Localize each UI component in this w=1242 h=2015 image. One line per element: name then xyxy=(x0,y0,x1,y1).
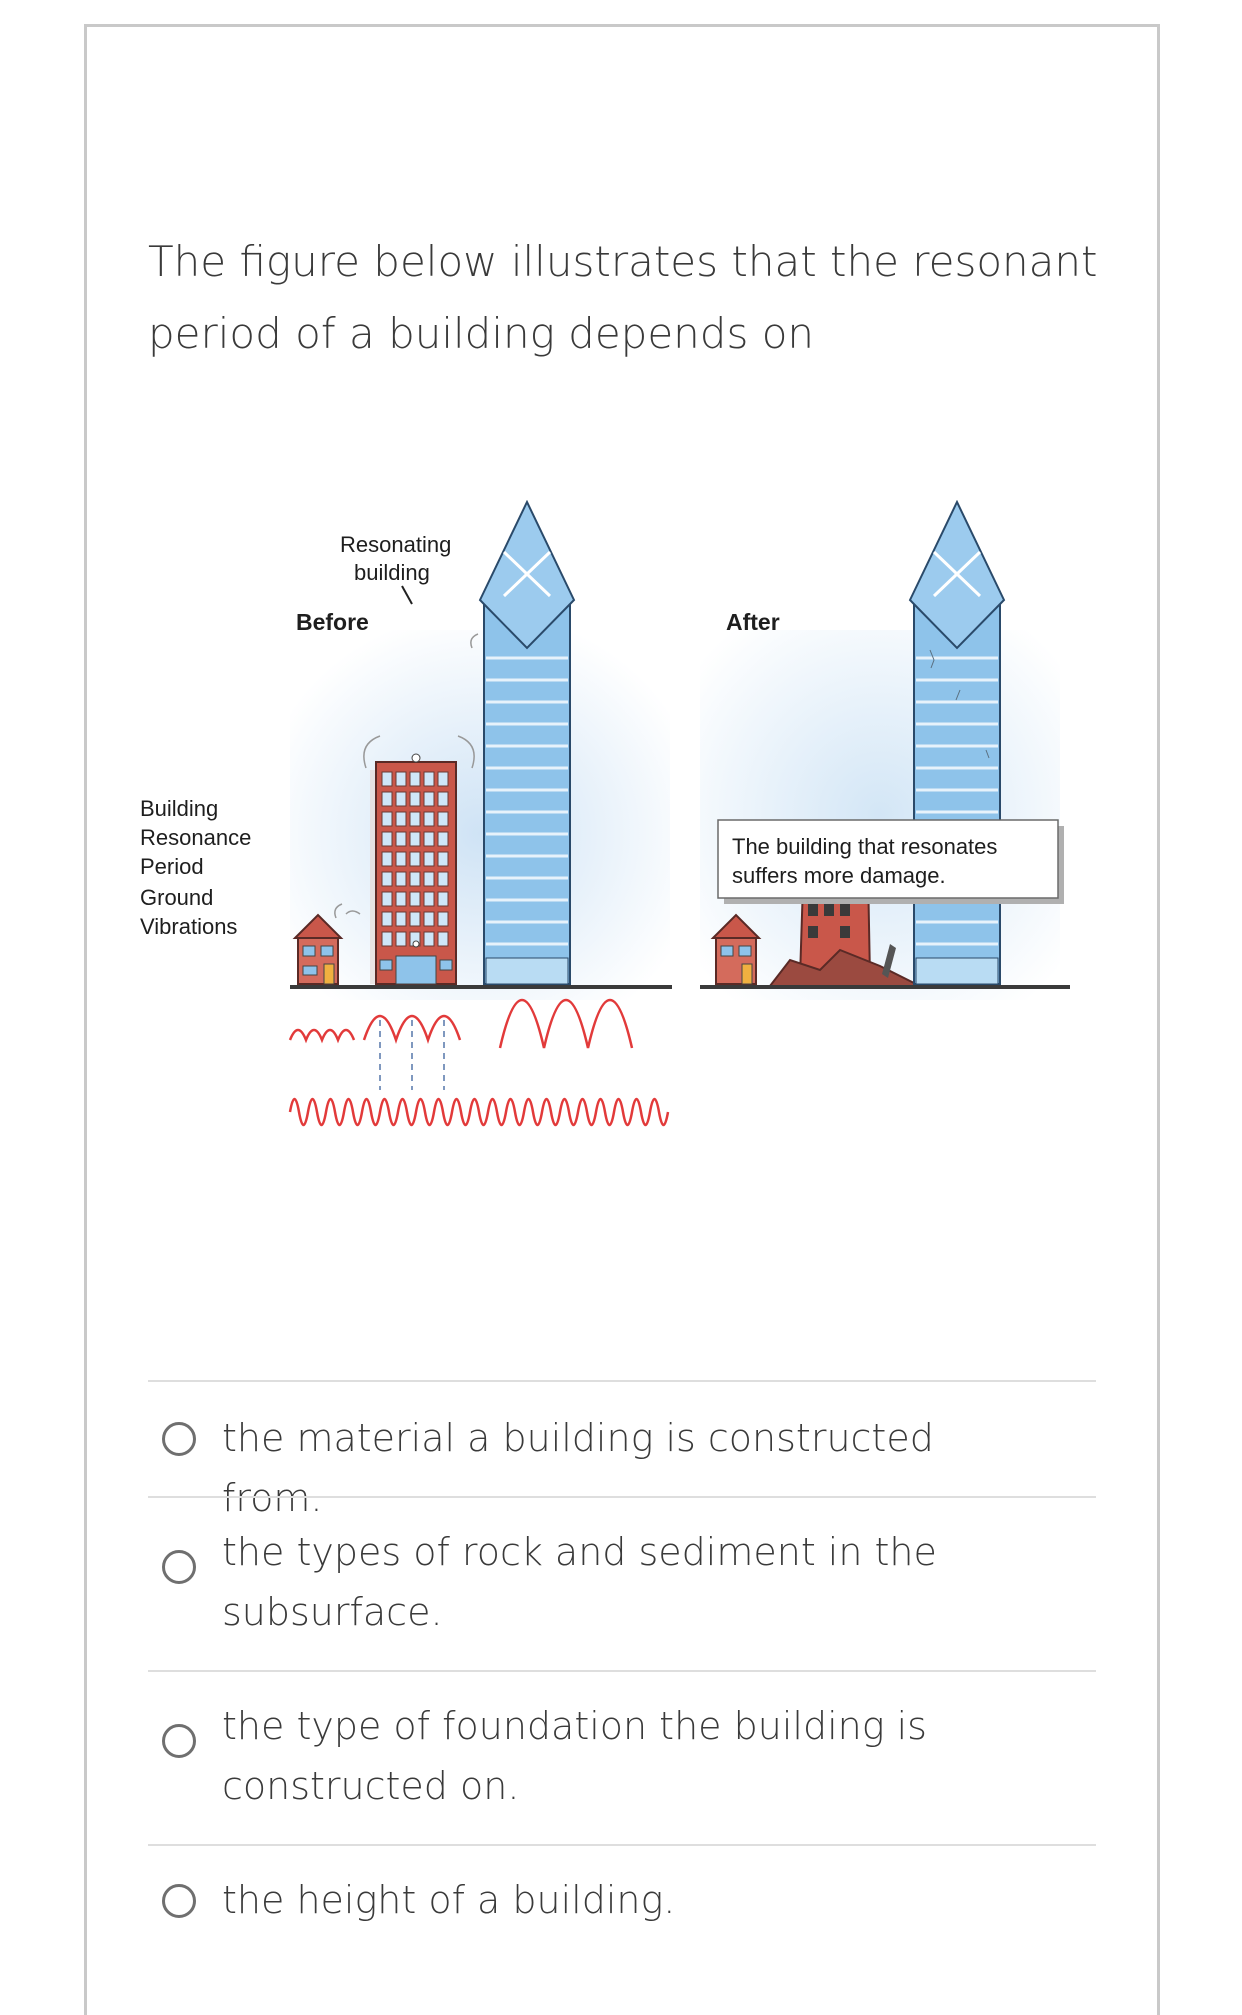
option-rock-sediment[interactable]: the types of rock and sediment in the su… xyxy=(148,1500,1096,1668)
resonating-label-1: Resonating xyxy=(340,532,451,557)
building-window xyxy=(409,811,421,827)
question-text: The figure below illustrates that the re… xyxy=(148,226,1108,370)
after-label: After xyxy=(726,609,780,635)
building-window xyxy=(423,831,435,847)
building-window xyxy=(395,911,407,927)
callout-line-2: suffers more damage. xyxy=(732,863,946,888)
option-divider xyxy=(148,1844,1096,1846)
ground-vibrations-wave xyxy=(288,1097,670,1127)
building-window xyxy=(395,871,407,887)
building-window xyxy=(395,851,407,867)
radio-button[interactable] xyxy=(162,1550,196,1584)
question-card xyxy=(84,24,1160,2015)
building-window xyxy=(381,771,393,787)
resonance-figure: Building Resonance Period Ground Vibrati… xyxy=(140,500,1100,1220)
building-window xyxy=(395,931,407,947)
building-window xyxy=(423,811,435,827)
option-divider xyxy=(148,1670,1096,1672)
option-divider xyxy=(148,1496,1096,1498)
building-window xyxy=(381,831,393,847)
building-window xyxy=(409,851,421,867)
after-panel xyxy=(700,500,1070,989)
building-window xyxy=(423,871,435,887)
building-window xyxy=(423,931,435,947)
tall-tower-before xyxy=(478,500,576,985)
before-sky xyxy=(290,630,670,1000)
left-label-building-1: Building xyxy=(140,796,218,821)
option-divider xyxy=(148,1380,1096,1382)
building-window xyxy=(437,791,449,807)
building-window xyxy=(381,791,393,807)
building-window xyxy=(381,911,393,927)
building-window xyxy=(437,891,449,907)
option-label: the types of rock and sediment in the su… xyxy=(222,1530,937,1634)
damage-callout: The building that resonates suffers more… xyxy=(717,819,1064,904)
building-window xyxy=(381,931,393,947)
resonating-building xyxy=(375,753,457,985)
building-window xyxy=(423,791,435,807)
building-window xyxy=(437,771,449,787)
building-window xyxy=(437,871,449,887)
option-label: the height of a building. xyxy=(222,1878,676,1922)
small-house-after xyxy=(710,913,762,985)
building-window xyxy=(423,891,435,907)
left-label-building-2: Resonance xyxy=(140,825,251,850)
option-foundation[interactable]: the type of foundation the building is c… xyxy=(148,1674,1096,1842)
building-window xyxy=(423,851,435,867)
figure-illustration: Building Resonance Period Ground Vibrati… xyxy=(140,500,1070,1127)
building-window xyxy=(409,771,421,787)
building-window xyxy=(409,911,421,927)
option-height[interactable]: the height of a building. xyxy=(148,1848,1096,1958)
option-material[interactable]: the material a building is constructed f… xyxy=(148,1386,1096,1520)
building-window xyxy=(381,811,393,827)
radio-button[interactable] xyxy=(162,1724,196,1758)
before-panel xyxy=(290,500,672,989)
building-window xyxy=(437,811,449,827)
building-window xyxy=(395,811,407,827)
building-window xyxy=(395,831,407,847)
building-window xyxy=(381,851,393,867)
building-window xyxy=(437,911,449,927)
building-window xyxy=(423,771,435,787)
building-window xyxy=(409,831,421,847)
left-label-ground-2: Vibrations xyxy=(140,914,237,939)
option-label: the material a building is constructed f… xyxy=(222,1416,934,1520)
resonating-label-2: building xyxy=(354,560,430,585)
building-window xyxy=(437,851,449,867)
building-window xyxy=(381,871,393,887)
left-label-building-3: Period xyxy=(140,854,204,879)
building-window xyxy=(423,911,435,927)
tall-tower-after xyxy=(908,500,1006,985)
small-house-before xyxy=(292,913,344,985)
left-label-ground-1: Ground xyxy=(140,885,213,910)
callout-line-1: The building that resonates xyxy=(732,834,997,859)
building-window xyxy=(437,931,449,947)
building-resonance-wave xyxy=(288,999,634,1049)
building-window xyxy=(409,871,421,887)
radio-button[interactable] xyxy=(162,1422,196,1456)
before-label: Before xyxy=(296,609,369,635)
building-window xyxy=(409,791,421,807)
building-window xyxy=(381,891,393,907)
building-window xyxy=(395,771,407,787)
building-window xyxy=(395,791,407,807)
building-window xyxy=(409,891,421,907)
option-label: the type of foundation the building is c… xyxy=(222,1704,927,1808)
question-line-1: The figure below illustrates that the re… xyxy=(148,237,1098,286)
resonance-dashed-lines xyxy=(379,1020,445,1090)
radio-button[interactable] xyxy=(162,1884,196,1918)
building-window xyxy=(437,831,449,847)
building-window xyxy=(395,891,407,907)
question-line-2: period of a building depends on xyxy=(148,309,815,358)
